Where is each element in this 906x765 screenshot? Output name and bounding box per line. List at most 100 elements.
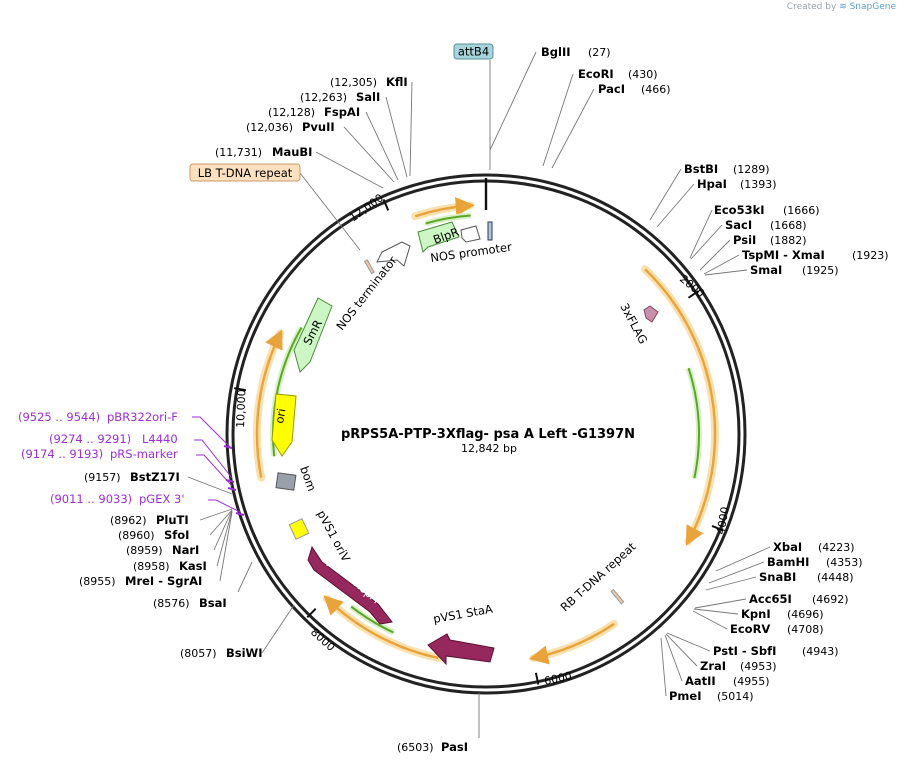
enzyme-paci-pos: (466) bbox=[641, 83, 671, 96]
enzyme-kpni: KpnI bbox=[741, 607, 771, 621]
leader-mrei bbox=[219, 511, 233, 582]
primer-pgex3-mark bbox=[235, 512, 245, 516]
enzyme-pmei-pos: (5014) bbox=[717, 690, 754, 703]
orf-arc-repa bbox=[323, 595, 439, 660]
enzyme-snabi: SnaBI bbox=[759, 570, 796, 584]
pvs1-staa-arrow bbox=[427, 633, 495, 666]
enzyme-maubi-pos: (11,731) bbox=[215, 146, 262, 159]
enzyme-ecorv-pos: (4708) bbox=[787, 623, 824, 636]
tick-label-6000: 6000 bbox=[543, 669, 573, 688]
enzyme-snabi-pos: (4448) bbox=[817, 571, 854, 584]
enzyme-saci: SacI bbox=[725, 218, 752, 232]
leader-pmei bbox=[660, 637, 667, 697]
enzyme-tspmi-xmai: TspMI - XmaI bbox=[742, 248, 825, 262]
leader-eco53ki bbox=[689, 209, 713, 259]
lb-tdna-marker bbox=[363, 259, 375, 275]
credit: Created by ≋ SnapGene bbox=[787, 2, 896, 12]
orf-arc-main bbox=[644, 268, 717, 546]
scale-ticks bbox=[233, 178, 724, 685]
tick-mark-8000 bbox=[306, 608, 317, 619]
enzyme-bstbi-pos: (1289) bbox=[733, 163, 770, 176]
enzyme-aatii-pos: (4955) bbox=[733, 675, 770, 688]
lb-tdna-text: LB T-DNA repeat bbox=[198, 166, 293, 180]
enzyme-hpai-pos: (1393) bbox=[740, 178, 777, 191]
enzyme-bsai: BsaI bbox=[199, 596, 227, 610]
orf-arc-staa bbox=[528, 622, 615, 665]
enzyme-smai: SmaI bbox=[750, 263, 782, 277]
snapgene-logo: ≋ SnapGene bbox=[839, 2, 896, 12]
enzyme-fspai-pos: (12,128) bbox=[268, 106, 315, 119]
enzyme-ecorv: EcoRV bbox=[730, 622, 770, 636]
credit-brand: SnapGene bbox=[849, 2, 896, 12]
enzyme-pasi: PasI bbox=[441, 740, 468, 754]
enzyme-aatii: AatII bbox=[685, 674, 716, 688]
enzyme-acc65i-pos: (4692) bbox=[812, 593, 849, 606]
leader-psii bbox=[699, 239, 731, 271]
enzyme-sfoi: SfoI bbox=[164, 528, 189, 542]
primer-leader-pbr322ori bbox=[192, 416, 233, 450]
enzyme-pmei: PmeI bbox=[669, 689, 702, 703]
leader-bsiwi bbox=[261, 604, 295, 654]
leader-bglii bbox=[489, 51, 537, 151]
tick-label-10000: 10,000 bbox=[234, 389, 248, 428]
tick-label-8000: 8000 bbox=[308, 626, 338, 654]
enzyme-bamhi-pos: (4353) bbox=[826, 556, 863, 569]
attb4-label: attB4 bbox=[453, 43, 494, 60]
enzyme-acc65i: Acc65I bbox=[749, 592, 792, 606]
leader-kfli bbox=[409, 81, 413, 177]
enzyme-sali: SalI bbox=[356, 90, 380, 104]
tick-mark-6000 bbox=[534, 672, 540, 685]
primer-l4440-range: (9274 .. 9291) bbox=[49, 432, 131, 446]
enzyme-mrei-pos: (8955) bbox=[79, 575, 116, 588]
enzyme-bamhi: BamHI bbox=[767, 555, 809, 569]
primer-prs-marker-name: pRS-marker bbox=[110, 447, 178, 461]
leader-sfoi bbox=[209, 509, 233, 536]
rb-tdna-label: RB T-DNA repeat bbox=[558, 539, 639, 614]
enzyme-eco53ki: Eco53kI bbox=[714, 203, 765, 217]
leader-tspmi bbox=[703, 254, 740, 275]
enzyme-kpni-pos: (4696) bbox=[787, 608, 824, 621]
promoter-box bbox=[487, 221, 493, 241]
pvs1-repa-arrow bbox=[307, 545, 393, 625]
pvs1-oriv-box bbox=[288, 518, 310, 540]
enzyme-eco53ki-pos: (1666) bbox=[783, 204, 820, 217]
enzyme-hpai: HpaI bbox=[697, 177, 727, 191]
leader-kasi bbox=[216, 510, 233, 567]
tick-label-12000: 12,000 bbox=[347, 191, 386, 224]
enzyme-kasi-pos: (8958) bbox=[133, 560, 170, 573]
enzyme-kfli-pos: (12,305) bbox=[330, 76, 377, 89]
bom-box bbox=[275, 472, 297, 491]
promoter-arrow bbox=[460, 225, 481, 243]
enzyme-tspmi-xmai-pos: (1923) bbox=[852, 249, 889, 262]
lb-tdna-label: LB T-DNA repeat bbox=[189, 163, 301, 182]
flag-arrow bbox=[643, 305, 659, 323]
plasmid-name: pRPS5A-PTP-3Xflag- psa A Left -G1397N bbox=[341, 427, 635, 442]
tick-mark-10000 bbox=[233, 387, 247, 392]
leader-ecori bbox=[542, 73, 574, 167]
leader-bstz17i bbox=[187, 476, 233, 495]
rb-tdna-marker bbox=[610, 588, 625, 605]
leader-lines bbox=[187, 51, 771, 738]
orf-arc-blpr bbox=[414, 196, 475, 218]
ori-label: ori bbox=[272, 407, 288, 424]
enzyme-bstz17i-pos: (9157) bbox=[84, 471, 121, 484]
flag-label: 3xFLAG bbox=[617, 301, 650, 346]
tick-mark-12000 bbox=[382, 199, 390, 211]
nos-terminator-arrow bbox=[376, 241, 411, 267]
tick-mark-4000 bbox=[711, 524, 724, 532]
backbone-outer bbox=[225, 173, 747, 695]
leader-kpni bbox=[693, 608, 739, 615]
enzyme-maubi: MauBI bbox=[272, 145, 312, 159]
leader-smai bbox=[704, 269, 748, 276]
primer-leader-prs bbox=[196, 454, 233, 487]
primer-pbr322ori-name: pBR322ori-F bbox=[107, 410, 178, 424]
enzyme-smai-pos: (1925) bbox=[802, 264, 839, 277]
enzyme-pluti: PluTI bbox=[156, 513, 189, 527]
tick-mark-2000 bbox=[687, 290, 699, 299]
primer-l4440-name: L4440 bbox=[142, 432, 178, 446]
enzyme-bglii: BglII bbox=[541, 45, 571, 59]
leader-xbai bbox=[715, 546, 771, 572]
orf-arcs bbox=[253, 196, 719, 665]
enzyme-kasi: KasI bbox=[179, 559, 207, 573]
